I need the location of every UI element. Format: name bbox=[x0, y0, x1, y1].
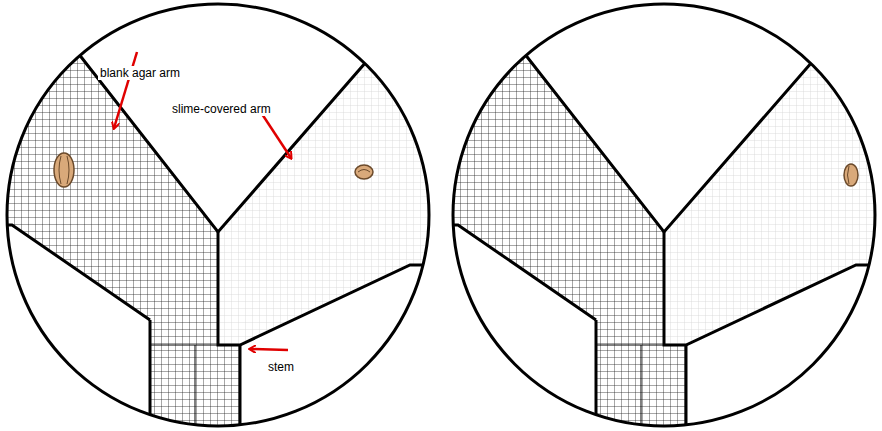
arrow-label: slime-covered arm bbox=[170, 102, 273, 116]
red-arrow bbox=[262, 114, 291, 158]
seed bbox=[844, 164, 858, 186]
arrow-label: blank agar arm bbox=[98, 66, 182, 80]
y-maze bbox=[0, 0, 440, 431]
red-arrow bbox=[114, 52, 137, 128]
arrow-label: stem bbox=[266, 360, 296, 374]
red-arrow bbox=[250, 349, 288, 350]
seed bbox=[355, 165, 373, 179]
seed bbox=[54, 153, 74, 187]
